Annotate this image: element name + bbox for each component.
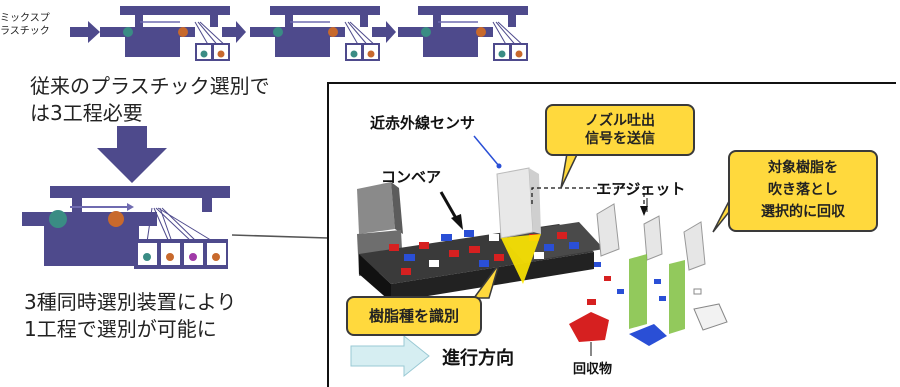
sorter-step-1 [99, 5, 231, 61]
sorting-machine-illustration [350, 135, 755, 378]
conventional-description: 従来のプラスチック選別で は3工程必要 [30, 74, 270, 125]
connector-line [232, 234, 329, 239]
conveyor-label: コンベア [381, 168, 442, 186]
conventional-process-row [70, 5, 529, 61]
collected-label: 回収物 [573, 362, 613, 377]
sensor-label: 近赤外線センサ [370, 114, 476, 132]
illustration-frame [327, 82, 896, 387]
step-arrow-icon [222, 21, 246, 43]
resin-identification-callout: 樹脂種を識別 [346, 296, 482, 336]
direction-label: 進行方向 [442, 348, 514, 369]
nozzle-signal-callout: ノズル吐出 信号を送信 [545, 104, 695, 156]
down-arrow-icon [97, 126, 167, 183]
step-arrow-icon [372, 21, 396, 43]
sorter-step-3 [397, 5, 529, 61]
sorter-step-2 [249, 5, 381, 61]
simultaneous-sorter-diagram [22, 186, 230, 269]
target-resin-callout: 対象樹脂を 吹き落とし 選択的に回収 [728, 150, 878, 232]
input-arrow-icon [70, 21, 100, 43]
mixed-plastic-label: ミックスプ ラスチック [0, 13, 50, 37]
air-jet-label: エアジェット [596, 180, 686, 198]
new-method-description: 3種同時選別装置により 1工程で選別が可能に [24, 290, 237, 341]
